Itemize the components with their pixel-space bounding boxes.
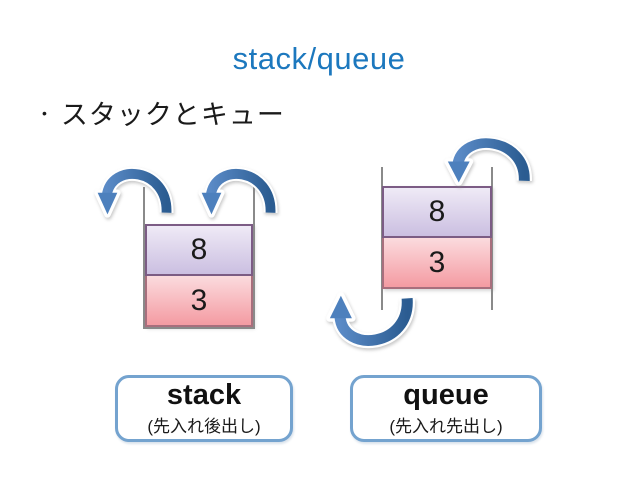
stack-label-box: stack (先入れ後出し) <box>115 375 293 442</box>
stack-cell-top-value: 8 <box>190 233 208 266</box>
stack-wall-left <box>143 187 145 329</box>
stack-cell-bottom-value: 3 <box>190 283 208 317</box>
stack-wall-right <box>253 187 255 329</box>
queue-dequeue-arrow-icon <box>326 292 415 348</box>
queue-sublabel: (先入れ先出し) <box>389 417 503 437</box>
queue-wall-right <box>491 167 493 310</box>
bullet-marker: • <box>42 104 47 121</box>
stack-wall-bottom <box>143 327 255 329</box>
stack-cell-bottom: 3 <box>145 276 253 327</box>
queue-enqueue-arrow-icon <box>444 136 532 186</box>
queue-cell-top: 8 <box>382 186 492 238</box>
stack-label: stack <box>166 378 242 411</box>
queue-label-box: queue (先入れ先出し) <box>350 375 542 442</box>
queue-cell-top-value: 8 <box>428 195 446 228</box>
queue-label: queue <box>403 378 489 411</box>
page-title: stack/queue <box>232 41 406 76</box>
queue-cell-bottom: 3 <box>382 238 492 289</box>
stack-sublabel: (先入れ後出し) <box>147 417 261 437</box>
stack-pop-arrow-icon <box>94 166 174 218</box>
stack-cell-top: 8 <box>145 224 253 276</box>
bullet-item: • スタックとキュー <box>42 93 285 132</box>
bullet-text: スタックとキュー <box>60 100 285 130</box>
queue-cell-bottom-value: 3 <box>428 245 446 279</box>
stack-push-arrow-icon <box>198 166 278 218</box>
